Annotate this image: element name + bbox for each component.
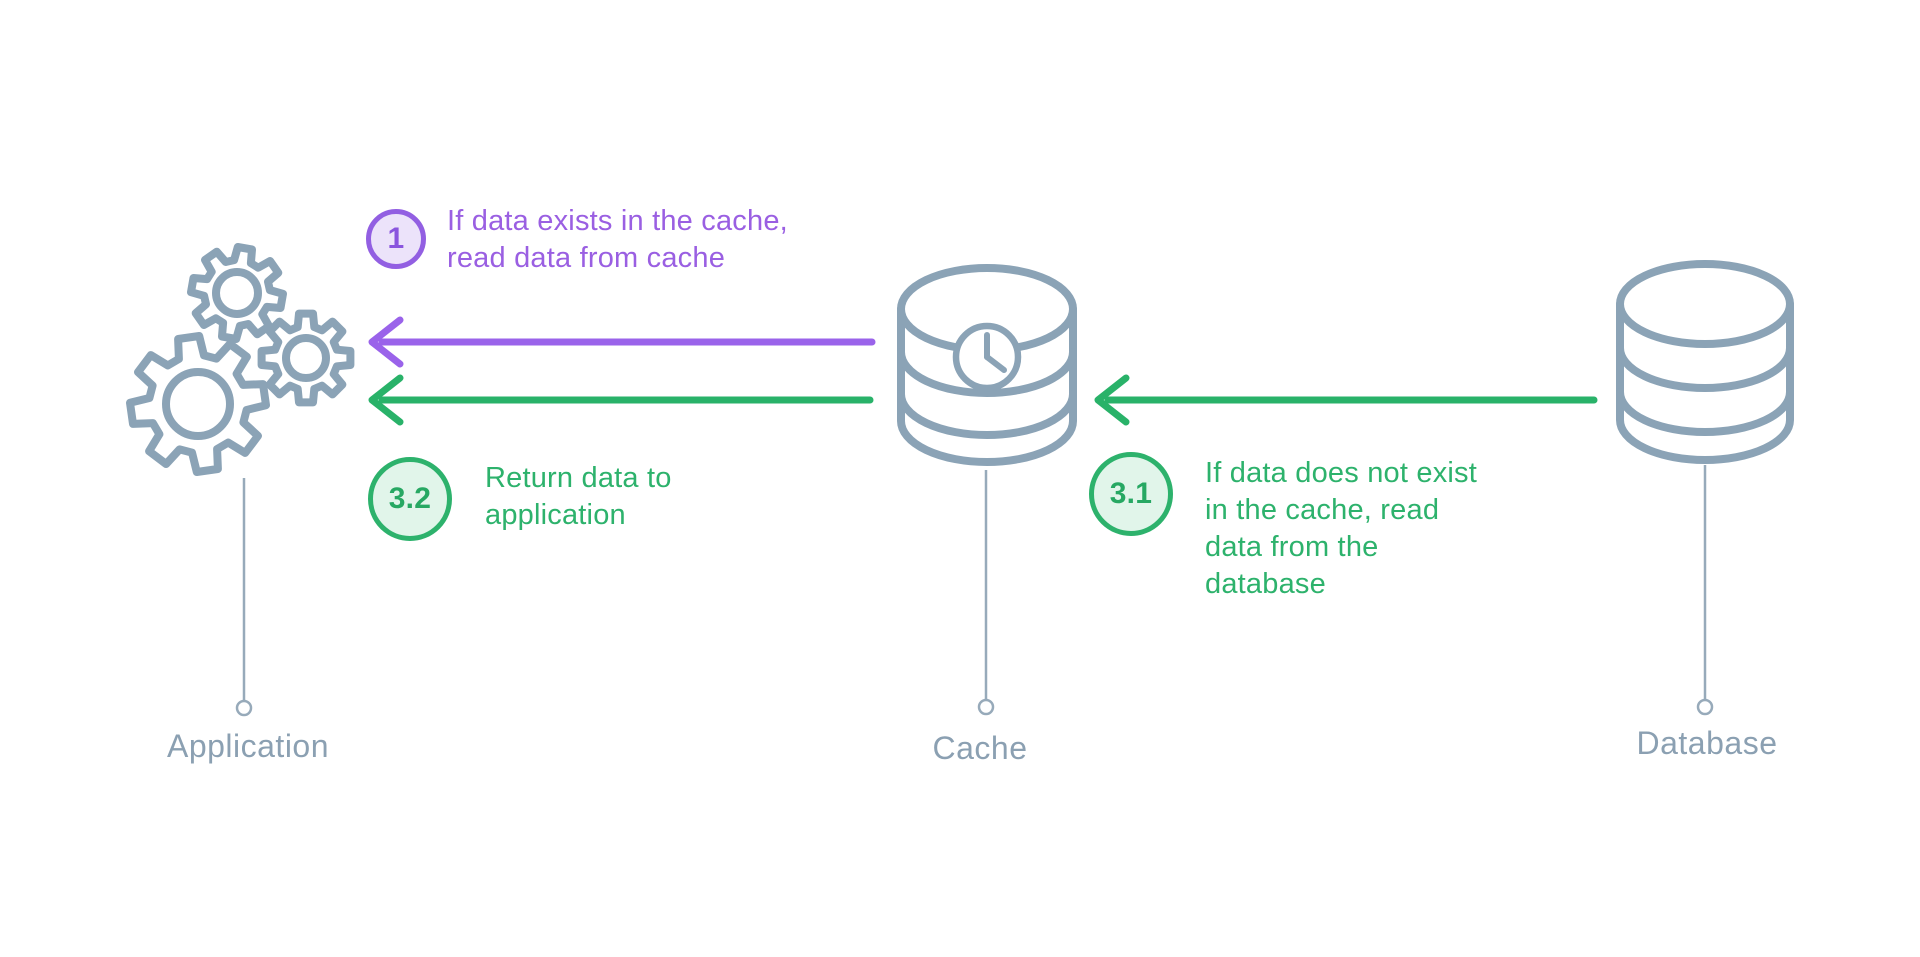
database-anchor-dot: [1696, 698, 1714, 716]
flow-arrows: [368, 316, 1598, 426]
database-cylinder-body: [1616, 300, 1794, 464]
step-1-caption: If data exists in the cache, read data f…: [447, 205, 788, 274]
arrowhead-green-left: [368, 374, 404, 426]
cache-drop-line: [977, 470, 995, 716]
step-1-badge: 1: [366, 209, 426, 269]
arrow-cache-to-application-green: [368, 374, 874, 426]
database-drop-line: [1696, 465, 1714, 716]
database-icon: [1616, 260, 1794, 464]
database-clock-icon: [897, 264, 1077, 466]
gear-large-hub: [162, 368, 234, 440]
gear-small-right-hub: [282, 334, 330, 382]
step-3-1-badge-number: 3.1: [1109, 477, 1153, 510]
node-drop-lines: [235, 465, 1714, 717]
arrowhead-green-mid: [1094, 374, 1130, 426]
cache-label: Cache: [932, 730, 1028, 766]
gear-small-top-hub: [212, 268, 262, 318]
database-label: Database: [1636, 725, 1778, 761]
step-3-2-badge-number: 3.2: [388, 482, 432, 515]
application-anchor-dot: [235, 699, 253, 717]
step-3-1-badge: 3.1: [1089, 452, 1173, 536]
gears-icon: [126, 243, 355, 476]
cache-anchor-dot: [977, 698, 995, 716]
step-3-2-badge: 3.2: [368, 457, 452, 541]
arrow-database-to-cache-green: [1094, 374, 1598, 426]
database-cylinder-top: [1616, 260, 1794, 348]
step-1-badge-number: 1: [387, 222, 405, 255]
cache-cylinder-band-2: [897, 390, 1077, 439]
database-cylinder-band-1: [1616, 344, 1794, 392]
application-label: Application: [166, 728, 330, 764]
database-cylinder-band-2: [1616, 388, 1794, 436]
cache-cylinder-body: [897, 305, 1077, 466]
step-3-1-caption: If data does not exist in the cache, rea…: [1205, 457, 1478, 600]
cache-cylinder-band-1: [897, 348, 1077, 397]
step-3-2-caption: Return data to application: [485, 462, 672, 531]
arrowhead-purple: [368, 316, 404, 368]
application-drop-line: [235, 478, 253, 717]
arrow-cache-to-application-purple: [368, 316, 876, 368]
clock-icon: [952, 322, 1022, 392]
